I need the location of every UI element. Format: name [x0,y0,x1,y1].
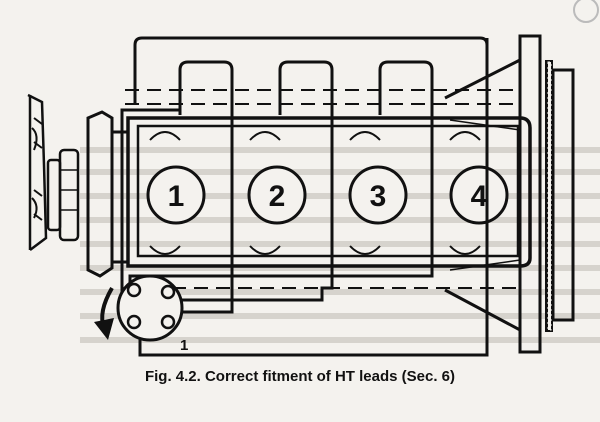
cylinder-3 [348,165,408,225]
page-corner-mark [573,0,599,23]
cylinder-2 [247,165,307,225]
cylinder-1 [146,165,206,225]
cylinder-label-4: 4 [471,180,488,213]
cylinder-label-3: 3 [370,180,387,213]
distributor-terminal-2 [160,284,176,300]
engine-block [126,116,532,289]
distributor-terminal-4 [126,314,142,330]
cylinder-4 [449,165,509,225]
crankshaft-pulley [46,148,80,242]
rocker-cover [125,36,520,105]
cylinder-label-2: 2 [269,180,286,213]
figure-caption: Fig. 4.2. Correct fitment of HT leads (S… [144,368,456,385]
flywheel-ring-gear [545,60,575,332]
cylinder-label-1: 1 [168,180,185,213]
distributor-terminal-1 [160,314,176,330]
rotation-arrow-icon [94,286,114,340]
distributor-cap [116,274,184,342]
distributor-label: 1 [180,337,188,354]
cylinders [146,165,509,225]
ht-lead-loops [178,60,434,115]
flywheel-housing [444,34,542,354]
cooling-fan [27,93,48,251]
distributor-terminal-3 [126,282,142,298]
